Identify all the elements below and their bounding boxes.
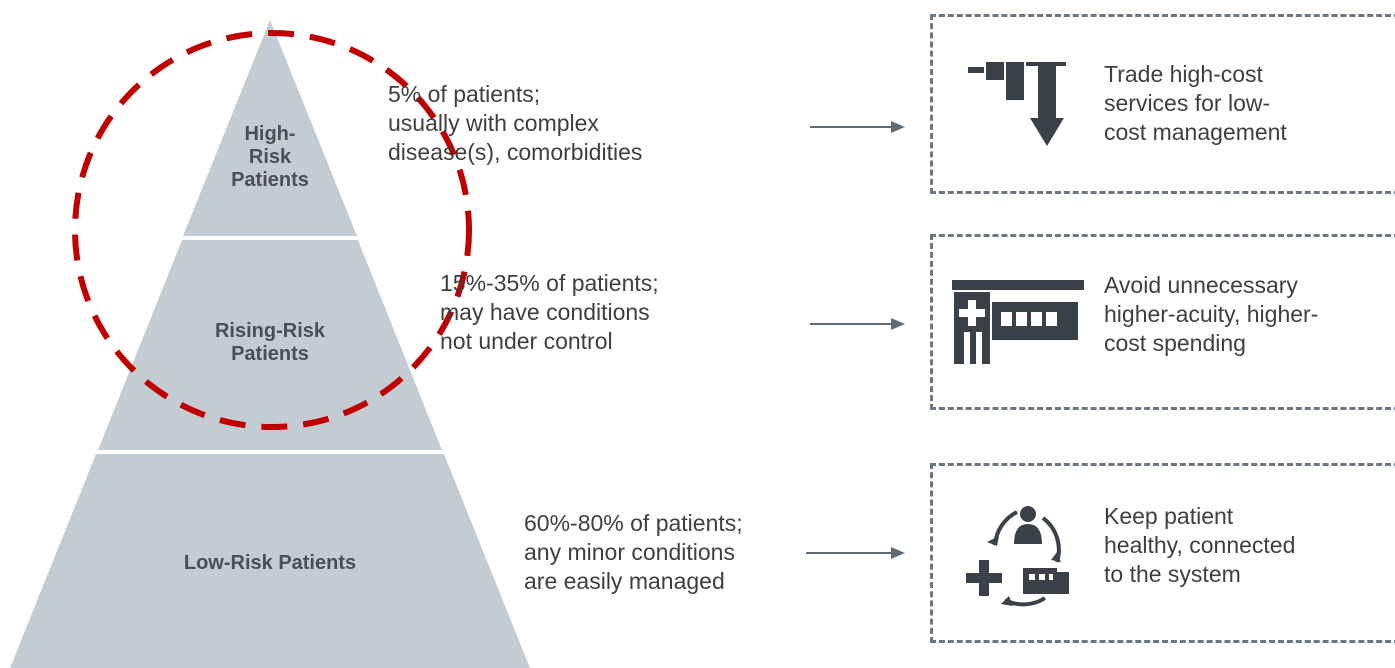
description-line: 60%-80% of patients; — [524, 510, 743, 536]
cost-down-arrow-icon — [968, 62, 1066, 146]
tier-label-line: Low-Risk Patients — [183, 552, 357, 574]
outcome-box-rising — [930, 234, 1395, 410]
outcome-text-rising: Avoid unnecessary higher-acuity, higher-… — [1104, 271, 1318, 358]
tier-label-line: High- — [244, 123, 296, 145]
description-line: are easily managed — [524, 568, 725, 594]
pyramid-tier-high — [183, 20, 357, 236]
outcome-line: Keep patient — [1104, 503, 1234, 529]
arrow-rising — [810, 318, 905, 330]
description-line: may have conditions — [440, 299, 650, 325]
tier-label-line: Rising-Risk — [214, 320, 326, 342]
tier-label-high: High- Risk Patients — [215, 123, 325, 192]
arrow-high — [810, 121, 905, 133]
highlight-circle — [72, 30, 472, 430]
pyramid-tier-rising — [98, 240, 442, 450]
hospital-icon — [952, 280, 1084, 364]
outcome-line: healthy, connected — [1104, 532, 1296, 558]
description-line: any minor conditions — [524, 539, 735, 565]
tier-label-line: Patients — [231, 169, 309, 191]
outcome-line: cost management — [1104, 119, 1287, 145]
tier-label-line: Risk — [248, 146, 292, 168]
tier-label-low: Low-Risk Patients — [140, 552, 400, 575]
outcome-box-low — [930, 463, 1395, 643]
tier-description-low: 60%-80% of patients; any minor condition… — [524, 509, 743, 596]
tier-description-high: 5% of patients; usually with complex dis… — [388, 80, 642, 167]
outcome-line: Trade high-cost — [1104, 61, 1263, 87]
outcome-line: to the system — [1104, 561, 1241, 587]
outcome-box-high — [930, 14, 1395, 194]
outcome-line: services for low- — [1104, 90, 1271, 116]
patient-care-cycle-icon — [966, 506, 1069, 607]
tier-description-rising: 15%-35% of patients; may have conditions… — [440, 269, 659, 356]
outcome-text-low: Keep patient healthy, connected to the s… — [1104, 502, 1295, 589]
description-line: 15%-35% of patients; — [440, 270, 659, 296]
outcome-line: Avoid unnecessary — [1104, 272, 1298, 298]
pyramid-tier-low — [10, 454, 530, 668]
outcome-text-high: Trade high-cost services for low- cost m… — [1104, 60, 1287, 147]
tier-label-line: Patients — [231, 343, 309, 365]
outcome-line: cost spending — [1104, 330, 1246, 356]
outcome-line: higher-acuity, higher- — [1104, 301, 1319, 327]
description-line: not under control — [440, 328, 613, 354]
description-line: usually with complex — [388, 110, 599, 136]
arrow-low — [806, 547, 905, 559]
tier-label-rising: Rising-Risk Patients — [185, 320, 355, 366]
description-line: 5% of patients; — [388, 81, 541, 107]
description-line: disease(s), comorbidities — [388, 139, 643, 165]
